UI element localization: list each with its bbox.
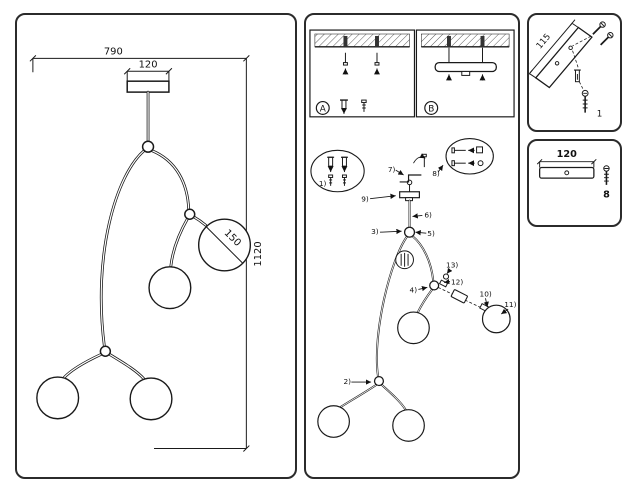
step-label-2: 2) (343, 377, 351, 386)
frame-tubes-core (339, 200, 434, 411)
bracket-detail-panel: 115 1 (527, 13, 622, 132)
canopy-detail-drawing: 120 8 (536, 149, 610, 201)
wall-anchor-icon (447, 35, 451, 47)
step-label-4: 4) (410, 285, 418, 294)
wall-anchor-icon (375, 35, 379, 47)
frame-tubes-core (63, 91, 207, 380)
canopy-dimension (536, 158, 597, 168)
bracket-detail-drawing: 115 1 (529, 19, 614, 120)
canopy-side-view (539, 166, 595, 179)
glass-shades (317, 304, 511, 442)
mounting-screws-icon (592, 21, 614, 46)
dim-canopy-width-label: 120 (139, 59, 158, 70)
washer-icon (442, 273, 450, 280)
screws-up-a (342, 52, 380, 75)
wall-anchor-icon (343, 35, 348, 47)
callout-b-label: B (428, 104, 434, 114)
top-assembly (399, 153, 427, 202)
assembly-panel: A (304, 13, 520, 479)
dim-overall-width-label: 790 (104, 46, 123, 57)
canopy-width-label: 120 (557, 149, 577, 160)
step-label-13: 13) (446, 261, 458, 270)
anchor-icon (574, 69, 581, 83)
joint-rings (373, 226, 440, 387)
canopy-screw-icon (603, 165, 610, 185)
detail-oval-anchors: 1) (310, 149, 365, 193)
step-label-12: 12) (451, 277, 463, 286)
legend-screw-icon (361, 99, 367, 112)
mounting-plate (534, 26, 593, 89)
assembly-drawing: A (309, 29, 517, 442)
glass-shades (36, 218, 252, 421)
part-8-label: 8 (603, 190, 610, 201)
joint-rings (99, 140, 196, 357)
hook-loop (406, 179, 413, 186)
mounting-option-b: B (415, 29, 515, 118)
callout-a-circle (315, 100, 330, 115)
small-canopy (399, 191, 420, 199)
dimension-panel: 790 120 1120 (15, 13, 297, 479)
legend-anchor-icon (340, 99, 348, 114)
wall-anchor-icon (480, 35, 485, 47)
part-1-label: 1 (597, 110, 603, 120)
detail-oval-screws (445, 137, 494, 175)
ceiling-hatch-b (421, 33, 510, 48)
rotate-arrow-icon (413, 153, 426, 164)
step-label-6: 6) (424, 210, 432, 219)
thread-detail-circle (395, 250, 414, 270)
leader-arrows (351, 164, 509, 385)
callout-a-label: A (320, 104, 326, 114)
bracket-dimension (529, 19, 579, 79)
socket-cylinder (450, 289, 468, 304)
step-label-11: 11) (504, 300, 516, 309)
bracket-screw-icon (421, 153, 427, 158)
step-label-10: 10) (480, 289, 492, 298)
step-label-7: 7) (388, 165, 396, 174)
long-screw-icon (581, 89, 589, 113)
dimension-drawing: 790 120 1120 (29, 46, 264, 452)
mounting-bracket (399, 174, 422, 183)
canopy-detail-panel: 120 8 (527, 139, 622, 227)
step-label-8: 8) (432, 169, 440, 178)
ceiling-hatch-a (314, 33, 410, 48)
callout-b-circle (424, 100, 439, 115)
step-label-9: 9) (361, 195, 369, 204)
frame-tubes (62, 90, 208, 381)
bracket-plate-b (434, 47, 497, 81)
nut-icon (438, 279, 449, 288)
shade-diameter-line (206, 226, 243, 264)
step-label-3: 3) (371, 227, 379, 236)
mounting-option-a: A (309, 29, 416, 118)
step-label-1: 1) (319, 179, 327, 188)
ceiling-canopy (126, 80, 170, 93)
step-label-5: 5) (427, 229, 435, 238)
dim-overall-height-label: 1120 (253, 241, 264, 266)
